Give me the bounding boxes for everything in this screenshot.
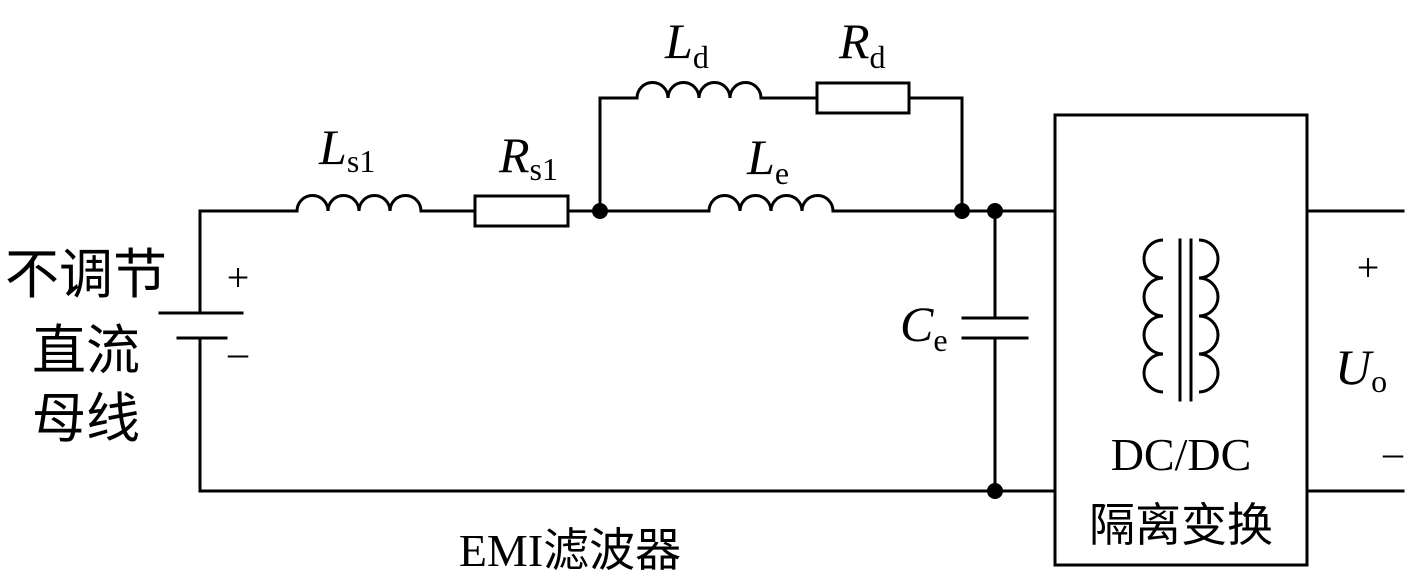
wires bbox=[198, 96, 1405, 493]
label-rs1: Rs1 bbox=[498, 127, 558, 187]
inductor-le bbox=[707, 194, 835, 212]
capacitor-ce bbox=[961, 316, 1029, 340]
label-le: Le bbox=[746, 129, 789, 191]
source-label-line: 不调节 bbox=[5, 243, 167, 306]
junction-dot bbox=[592, 203, 608, 219]
converter-label-isolated: 隔离变换 bbox=[1089, 498, 1273, 552]
inductor-ld bbox=[635, 81, 763, 99]
source-label-line: 直流 bbox=[32, 319, 140, 382]
resistor-rd bbox=[815, 81, 911, 115]
inductor-ls1 bbox=[295, 194, 423, 212]
label-ce: Ce bbox=[900, 296, 948, 358]
label-ls1: Ls1 bbox=[318, 119, 375, 179]
transformer-icon bbox=[1142, 238, 1220, 402]
output-minus-sign: – bbox=[1382, 430, 1404, 475]
dc-source-battery bbox=[158, 311, 244, 340]
source-plus-sign: + bbox=[227, 255, 250, 300]
source-minus-sign: – bbox=[227, 330, 249, 375]
resistor-rs1 bbox=[473, 194, 570, 228]
dcdc-converter-box bbox=[1053, 113, 1309, 567]
junction-dots bbox=[592, 203, 1003, 499]
junction-dot bbox=[954, 203, 970, 219]
output-plus-sign: + bbox=[1357, 245, 1380, 290]
junction-dot bbox=[987, 203, 1003, 219]
junction-dot bbox=[987, 483, 1003, 499]
converter-label-dcdc: DC/DC bbox=[1111, 429, 1252, 480]
emi-filter-label: EMI滤波器 bbox=[459, 525, 681, 576]
label-rd: Rd bbox=[838, 13, 886, 75]
label-ld: Ld bbox=[664, 13, 709, 75]
source-label: 不调节 直流 母线 bbox=[5, 243, 167, 450]
label-uo: Uo bbox=[1335, 339, 1387, 399]
source-label-line: 母线 bbox=[32, 387, 140, 450]
